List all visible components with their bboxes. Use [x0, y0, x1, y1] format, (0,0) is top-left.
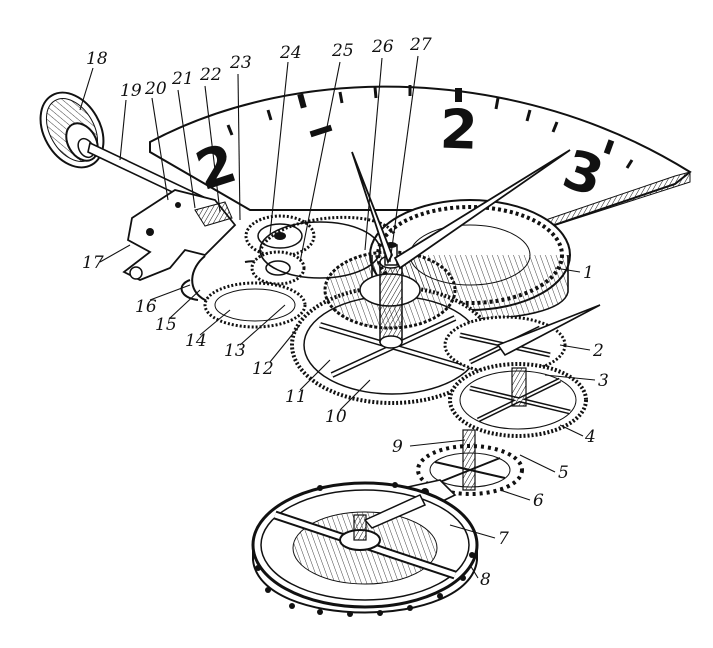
- callout-11: 11: [285, 387, 307, 407]
- callout-9: 9: [392, 437, 403, 457]
- setting-lever: [122, 189, 237, 281]
- callout-12: 12: [252, 359, 274, 379]
- dial-segment: 2 2 3: [149, 85, 692, 236]
- leader-lines: [79, 55, 596, 579]
- callout-19: 19: [120, 81, 142, 101]
- callout-4: 4: [584, 427, 596, 447]
- callout-3: 3: [598, 371, 609, 391]
- fourth-wheel: [448, 362, 588, 438]
- callout-17: 17: [82, 253, 104, 273]
- callout-24: 24: [279, 43, 302, 63]
- callout-6: 6: [533, 491, 544, 511]
- callout-14: 14: [185, 331, 207, 351]
- dial-numeral-2: 2: [439, 97, 479, 161]
- winding-crown: [39, 91, 105, 169]
- callout-numbers: 18 19 20 21 22 23 24 25 26 27 1 2 3 4 5 …: [82, 35, 609, 590]
- callout-8: 8: [480, 570, 491, 590]
- winding-pinion: [244, 214, 316, 258]
- minute-hand: [393, 149, 571, 270]
- callout-26: 26: [371, 37, 394, 57]
- seconds-hand: [496, 304, 601, 357]
- callout-23: 23: [229, 53, 252, 73]
- callout-20: 20: [144, 79, 167, 99]
- transmission-wheel: [203, 281, 307, 329]
- callout-10: 10: [325, 407, 347, 427]
- callout-7: 7: [498, 529, 509, 549]
- callout-22: 22: [199, 65, 222, 85]
- callout-5: 5: [558, 463, 569, 483]
- callout-1: 1: [583, 263, 594, 283]
- escape-wheel: [416, 429, 524, 496]
- callout-16: 16: [135, 297, 157, 317]
- callout-2: 2: [592, 341, 604, 361]
- callout-13: 13: [224, 341, 246, 361]
- minute-wheel: [250, 250, 306, 286]
- crown-wheel: [258, 215, 397, 279]
- dial-minute-ticks: [226, 85, 634, 169]
- balance-screws: [255, 482, 475, 617]
- callout-18: 18: [86, 49, 108, 69]
- callout-21: 21: [171, 69, 194, 89]
- callout-27: 27: [409, 35, 432, 55]
- callout-25: 25: [331, 41, 354, 61]
- balance-staff: [339, 494, 427, 551]
- callout-15: 15: [155, 315, 177, 335]
